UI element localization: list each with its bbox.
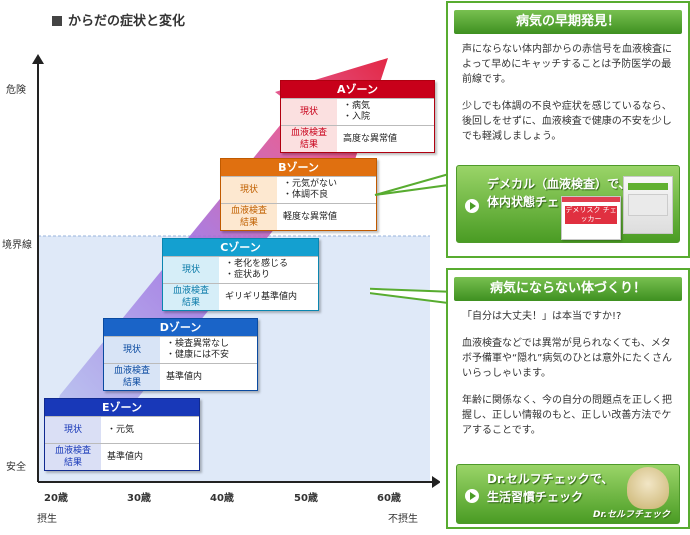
zone-c-symptom: ・老化を感じる xyxy=(225,259,289,269)
zone-e-table: 現状 ・元気 血液検査結果 基準値内 xyxy=(45,416,199,470)
early-detection-title: 病気の早期発見！ xyxy=(454,10,682,34)
zone-d-table: 現状 ・検査異常なし・健康には不安 血液検査結果 基準値内 xyxy=(104,336,257,390)
bottom-callout-pointer xyxy=(370,287,457,306)
zone-a-table: 現状 ・病気・入院 血液検査結果 高度な異常値 xyxy=(281,98,434,152)
zone-e-result: 基準値内 xyxy=(101,443,199,470)
x-label-age: 40歳 xyxy=(210,493,234,504)
top-callout-pointer xyxy=(374,170,457,196)
y-label-danger: 危険 xyxy=(6,85,26,96)
x-label-age: 30歳 xyxy=(127,493,151,504)
x-label-left-end: 摂生 xyxy=(37,514,57,525)
symptom-label: 現状 xyxy=(281,98,337,126)
blood-result-label: 結果 xyxy=(122,378,141,388)
blood-test-label: 血液検査 xyxy=(54,446,91,456)
square-bullet-icon xyxy=(52,16,62,26)
healthy-body-panel: 病気にならない体づくり！ 「自分は大丈夫！」は本当ですか!? 血液検査などでは異… xyxy=(446,268,690,529)
zone-c-title: Cゾーン xyxy=(163,239,318,256)
y-axis-arrow-icon xyxy=(32,54,44,64)
zone-b-table: 現状 ・元気がない・体調不良 血液検査結果 軽度な異常値 xyxy=(221,176,376,230)
x-label-right-end: 不摂生 xyxy=(388,514,418,525)
zone-e-box: Eゾーン 現状 ・元気 血液検査結果 基準値内 xyxy=(44,398,200,471)
zone-d-result: 基準値内 xyxy=(160,363,257,390)
early-detection-panel: 病気の早期発見！ 声にならない体内部からの赤信号を血液検査によって早めにキャッチ… xyxy=(446,1,690,258)
healthy-body-text: 「自分は大丈夫！」は本当ですか!? 血液検査などでは異常が見られなくても、メタボ… xyxy=(448,301,688,438)
zone-e-symptom: ・元気 xyxy=(101,416,199,444)
y-label-safe: 安全 xyxy=(6,462,26,473)
early-detection-para: 少しでも体調の不良や症状を感じているなら、後回しをせずに、血液検査で健康の不安を… xyxy=(462,101,672,142)
x-label-age: 20歳 xyxy=(44,493,68,504)
blood-test-label: 血液検査 xyxy=(113,366,150,376)
blood-result-label: 結果 xyxy=(239,218,258,228)
blood-test-label: 血液検査 xyxy=(230,206,267,216)
x-label-age: 50歳 xyxy=(294,493,318,504)
zone-b-title: Bゾーン xyxy=(221,159,376,176)
zone-d-symptom: ・検査異常なし xyxy=(166,339,230,349)
dr-self-check-button[interactable]: Dr.セルフチェックで、 生活習慣チェック Dr.セルフチェック xyxy=(456,464,680,524)
zone-e-title: Eゾーン xyxy=(45,399,199,416)
zone-d-title: Dゾーン xyxy=(104,319,257,336)
smiling-woman-photo xyxy=(627,467,669,509)
blood-test-label: 血液検査 xyxy=(290,128,327,138)
demecal-button-line2: 体内状態チェック xyxy=(487,195,584,209)
zone-a-title: Aゾーン xyxy=(281,81,434,98)
zone-c-table: 現状 ・老化を感じる・症状あり 血液検査結果 ギリギリ基準値内 xyxy=(163,256,318,310)
dr-self-check-line2: 生活習慣チェック xyxy=(487,490,584,504)
zone-b-box: Bゾーン 現状 ・元気がない・体調不良 血液検査結果 軽度な異常値 xyxy=(220,158,377,231)
demecal-button-line1: デメカル（血液検査）で、 xyxy=(487,177,631,191)
test-kit-pack-image xyxy=(623,176,673,234)
zone-d-symptom: ・健康には不安 xyxy=(166,350,230,360)
zone-b-symptom: ・体調不良 xyxy=(283,190,329,200)
zone-b-symptom: ・元気がない xyxy=(283,179,338,189)
healthy-body-title: 病気にならない体づくり！ xyxy=(454,277,682,301)
zone-a-symptom: ・病気 xyxy=(343,101,371,111)
blood-result-label: 結果 xyxy=(63,458,82,468)
page-heading: からだの症状と変化 xyxy=(52,10,185,29)
zone-b-result: 軽度な異常値 xyxy=(277,203,376,230)
blood-result-label: 結果 xyxy=(299,140,318,150)
dr-self-check-line1: Dr.セルフチェックで、 xyxy=(487,472,614,486)
zone-c-box: Cゾーン 現状 ・老化を感じる・症状あり 血液検査結果 ギリギリ基準値内 xyxy=(162,238,319,311)
y-label-boundary: 境界線 xyxy=(2,240,32,251)
symptom-label: 現状 xyxy=(163,256,219,284)
play-arrow-icon xyxy=(465,489,479,503)
dr-self-check-tag: Dr.セルフチェック xyxy=(593,510,671,520)
demecal-check-button[interactable]: デメカル（血液検査）で、 体内状態チェック デメリスク チェッカー xyxy=(456,165,680,243)
symptom-label: 現状 xyxy=(104,336,160,364)
blood-test-label: 血液検査 xyxy=(172,286,209,296)
test-kit-box-image: デメリスク チェッカー xyxy=(561,196,621,240)
symptom-label: 現状 xyxy=(221,176,277,204)
zone-c-result: ギリギリ基準値内 xyxy=(219,283,318,310)
early-detection-body: 声にならない体内部からの赤信号を血液検査によって早めにキャッチすることは予防医学… xyxy=(448,34,688,144)
symptom-label: 現状 xyxy=(45,416,101,444)
healthy-body-para: 年齢に関係なく、今の自分の問題点を正しく把握し、正しい情報のもと、正しい改善方法… xyxy=(462,395,672,436)
x-axis-arrow-icon xyxy=(432,476,440,488)
test-kit-label: デメリスク チェッカー xyxy=(565,206,617,224)
zone-a-box: Aゾーン 現状 ・病気・入院 血液検査結果 高度な異常値 xyxy=(280,80,435,153)
zone-a-symptom: ・入院 xyxy=(343,112,371,122)
zone-d-box: Dゾーン 現状 ・検査異常なし・健康には不安 血液検査結果 基準値内 xyxy=(103,318,258,391)
x-label-age: 60歳 xyxy=(377,493,401,504)
play-arrow-icon xyxy=(465,199,479,213)
page-heading-text: からだの症状と変化 xyxy=(68,14,186,29)
blood-result-label: 結果 xyxy=(181,298,200,308)
zone-a-result: 高度な異常値 xyxy=(337,125,434,152)
healthy-body-para: 「自分は大丈夫！」は本当ですか!? xyxy=(462,311,622,322)
healthy-body-para: 血液検査などでは異常が見られなくても、メタボ予備軍や“隠れ”病気のひとは意外にた… xyxy=(462,338,673,379)
zone-c-symptom: ・症状あり xyxy=(225,270,271,280)
early-detection-para: 声にならない体内部からの赤信号を血液検査によって早めにキャッチすることは予防医学… xyxy=(462,44,672,85)
